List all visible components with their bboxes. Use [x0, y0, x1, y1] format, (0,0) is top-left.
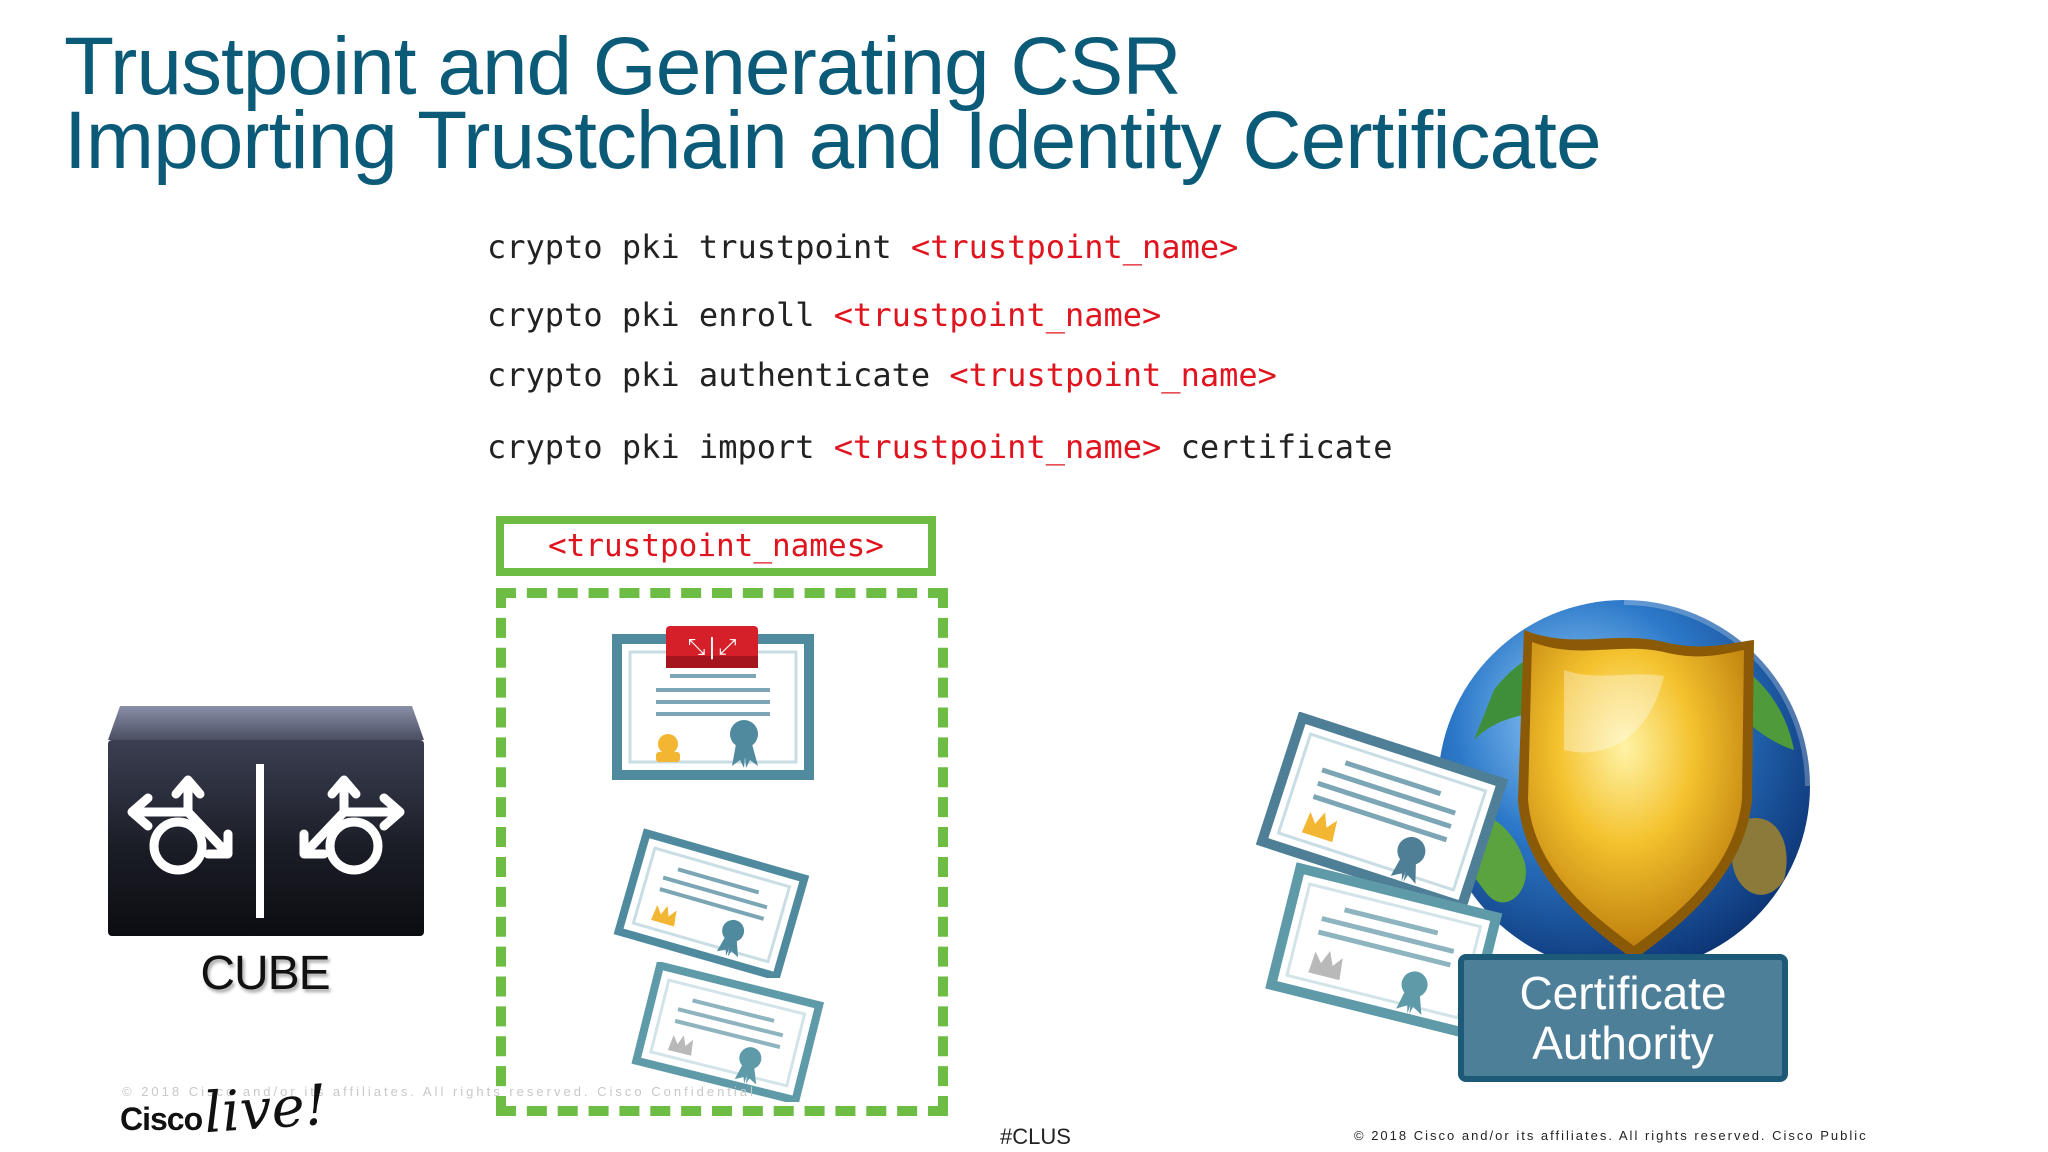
command-arg: <trustpoint_name>	[910, 228, 1239, 266]
ca-label-line-2: Authority	[1532, 1017, 1714, 1069]
command-text: crypto pki import	[487, 428, 834, 466]
command-arg: <trustpoint_name>	[833, 296, 1162, 334]
command-enroll: crypto pki enroll <trustpoint_name>	[487, 296, 1161, 334]
certificate-authority-globe-icon	[1438, 595, 1815, 972]
ca-certificate-icon	[1256, 712, 1508, 912]
cube-router-icon	[108, 706, 424, 936]
trustpoint-names-label: <trustpoint_names>	[496, 516, 936, 576]
svg-text:⤡|⤢: ⤡|⤢	[688, 635, 737, 660]
slide-title: Trustpoint and Generating CSR Importing …	[64, 21, 1602, 186]
trustpoint-container	[496, 588, 948, 1116]
cisco-live-logo: Cisco live!	[120, 1073, 329, 1146]
command-arg: <trustpoint_name>	[833, 428, 1162, 466]
logo-live-text: live!	[201, 1072, 330, 1147]
command-authenticate: crypto pki authenticate <trustpoint_name…	[487, 356, 1277, 394]
ghost-copyright: © 2018 Cisco and/or its affiliates. All …	[122, 1084, 756, 1099]
trustchain-certificate-icon	[613, 828, 810, 978]
cube-label: CUBE	[200, 947, 330, 1000]
command-arg: <trustpoint_name>	[949, 356, 1277, 394]
command-text: crypto pki enroll	[487, 296, 834, 334]
identity-certificate-icon: ⤡|⤢	[612, 626, 814, 780]
logo-cisco-text: Cisco	[120, 1101, 203, 1137]
ca-label-line-1: Certificate	[1519, 967, 1727, 1019]
slide-title-line-1: Trustpoint and Generating CSR	[64, 21, 1182, 112]
certificate-authority-label: Certificate Authority	[1458, 954, 1788, 1082]
command-suffix: certificate	[1161, 428, 1393, 466]
trustchain-certificate-icon	[631, 962, 825, 1102]
command-import: crypto pki import <trustpoint_name> cert…	[487, 428, 1392, 466]
slide-title-line-2: Importing Trustchain and Identity Certif…	[64, 95, 1602, 186]
command-text: crypto pki authenticate	[487, 356, 950, 394]
copyright-notice: © 2018 Cisco and/or its affiliates. All …	[1354, 1128, 1868, 1143]
command-text: crypto pki trustpoint	[487, 228, 911, 266]
event-hashtag: #CLUS	[1000, 1124, 1071, 1149]
command-trustpoint: crypto pki trustpoint <trustpoint_name>	[487, 228, 1238, 266]
